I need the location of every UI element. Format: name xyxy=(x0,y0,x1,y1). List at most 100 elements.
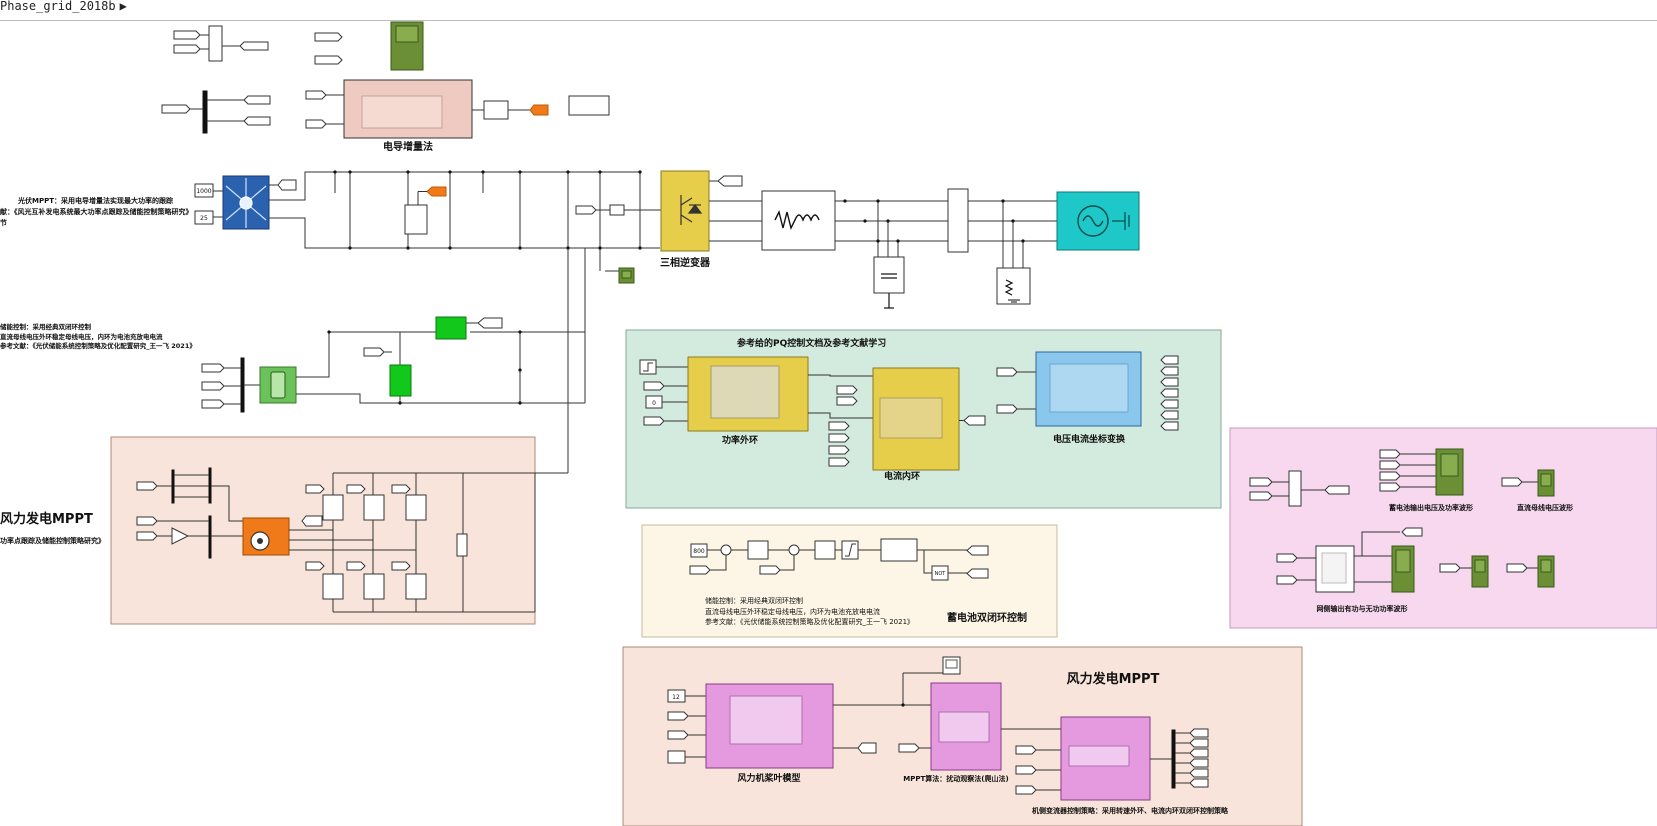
grid-source[interactable] xyxy=(1056,191,1140,251)
from-tag[interactable] xyxy=(305,561,325,571)
goto-tag[interactable] xyxy=(477,317,503,329)
three-phase-inverter[interactable] xyxy=(660,170,710,252)
diode-block[interactable] xyxy=(363,573,385,600)
goto-tag-orange[interactable] xyxy=(426,186,447,197)
from-tag[interactable] xyxy=(305,119,327,129)
goto-tag[interactable] xyxy=(277,179,297,191)
from-tag[interactable] xyxy=(391,484,411,494)
from-tag[interactable] xyxy=(173,44,201,54)
from-tag[interactable] xyxy=(173,30,201,40)
display-block[interactable] xyxy=(568,95,610,116)
from-tag[interactable] xyxy=(836,396,858,406)
from-tag[interactable] xyxy=(161,104,191,114)
diode-block[interactable] xyxy=(322,494,344,521)
goto-tag[interactable] xyxy=(243,116,271,126)
goto-tag[interactable] xyxy=(1160,399,1179,409)
goto-tag[interactable] xyxy=(1160,355,1179,365)
from-tag[interactable] xyxy=(136,481,158,491)
from-tag[interactable] xyxy=(314,55,343,65)
from-tag[interactable] xyxy=(1501,477,1523,487)
sum-block[interactable] xyxy=(788,544,800,556)
from-tag[interactable] xyxy=(996,404,1018,414)
from-tag[interactable] xyxy=(667,711,689,721)
from-tag[interactable] xyxy=(689,565,711,575)
battery-igbt-bottom[interactable] xyxy=(389,364,412,397)
dc-voltage-measure[interactable] xyxy=(404,204,428,235)
from-tag[interactable] xyxy=(996,367,1018,377)
from-tag[interactable] xyxy=(1276,575,1298,585)
from-tag[interactable] xyxy=(1379,471,1401,481)
pi-outer[interactable] xyxy=(747,540,769,560)
goto-tag[interactable] xyxy=(1189,768,1209,778)
from-tag[interactable] xyxy=(201,381,225,391)
from-tag[interactable] xyxy=(1276,553,1298,563)
goto-tag[interactable] xyxy=(239,41,269,51)
breadcrumb-model[interactable]: Phase_grid_2018b xyxy=(0,0,116,13)
goto-tag[interactable] xyxy=(1160,388,1179,398)
rl-load[interactable] xyxy=(996,267,1031,305)
from-tag[interactable] xyxy=(201,363,225,373)
from-tag[interactable] xyxy=(314,32,343,42)
from-tag[interactable] xyxy=(346,561,366,571)
from-tag[interactable] xyxy=(1379,482,1401,492)
from-tag[interactable] xyxy=(643,381,665,391)
wind-bus-bar-1[interactable] xyxy=(171,469,175,504)
sum-block[interactable] xyxy=(720,544,732,556)
diode-block[interactable] xyxy=(363,494,385,521)
battery-igbt-top[interactable] xyxy=(435,316,467,340)
goto-tag[interactable] xyxy=(1160,377,1179,387)
from-tag[interactable] xyxy=(1506,563,1528,573)
from-tag[interactable] xyxy=(1249,477,1273,487)
from-tag[interactable] xyxy=(1379,460,1401,470)
mux-block[interactable] xyxy=(1288,470,1302,507)
from-tag[interactable] xyxy=(759,565,781,575)
from-tag[interactable] xyxy=(575,205,597,215)
diode-block[interactable] xyxy=(405,573,427,600)
goto-tag[interactable] xyxy=(301,515,323,527)
goto-tag[interactable] xyxy=(963,415,986,426)
from-tag[interactable] xyxy=(136,531,158,541)
from-tag[interactable] xyxy=(346,484,366,494)
from-tag[interactable] xyxy=(391,561,411,571)
rl-filter-block[interactable] xyxy=(761,190,836,251)
from-tag[interactable] xyxy=(305,90,327,100)
breadcrumb-arrow-icon[interactable]: ▶ xyxy=(119,0,127,13)
pitch-const[interactable] xyxy=(667,750,686,764)
from-tag[interactable] xyxy=(667,730,689,740)
goto-tag[interactable] xyxy=(1189,748,1209,758)
zoh-block[interactable] xyxy=(483,100,509,120)
pwm-bus-bar[interactable] xyxy=(1171,729,1176,789)
pwm-generator[interactable] xyxy=(880,538,918,562)
from-tag[interactable] xyxy=(363,347,385,357)
from-tag[interactable] xyxy=(305,484,325,494)
from-tag[interactable] xyxy=(828,445,850,455)
from-tag[interactable] xyxy=(898,743,920,753)
goto-tag[interactable] xyxy=(1401,527,1423,537)
capacitor-load[interactable] xyxy=(873,256,905,294)
wind-bus-bar-2[interactable] xyxy=(208,467,212,504)
goto-tag[interactable] xyxy=(1189,778,1209,788)
mux-block[interactable] xyxy=(208,25,223,62)
model-breadcrumb[interactable]: Phase_grid_2018b▶ xyxy=(0,0,1657,21)
goto-tag[interactable] xyxy=(966,568,989,579)
goto-tag[interactable] xyxy=(1189,758,1209,768)
dc-capacitor[interactable] xyxy=(456,533,468,557)
from-tag[interactable] xyxy=(643,416,665,426)
goto-tag[interactable] xyxy=(857,742,877,754)
from-tag[interactable] xyxy=(836,385,858,395)
diode-block[interactable] xyxy=(405,494,427,521)
goto-tag[interactable] xyxy=(1160,421,1179,431)
vi-measurement-block[interactable] xyxy=(947,188,969,253)
goto-tag[interactable] xyxy=(966,545,989,556)
from-tag[interactable] xyxy=(828,457,850,467)
pwm-mux[interactable] xyxy=(609,204,625,216)
bus-bar[interactable] xyxy=(202,90,208,134)
from-tag[interactable] xyxy=(1249,491,1273,501)
goto-tag[interactable] xyxy=(1160,410,1179,420)
diode-block[interactable] xyxy=(322,573,344,600)
from-tag[interactable] xyxy=(1439,563,1461,573)
battery-bus-bar[interactable] xyxy=(240,357,245,413)
from-tag[interactable] xyxy=(1379,449,1401,459)
from-tag[interactable] xyxy=(1015,785,1037,795)
goto-tag[interactable] xyxy=(1189,728,1209,738)
